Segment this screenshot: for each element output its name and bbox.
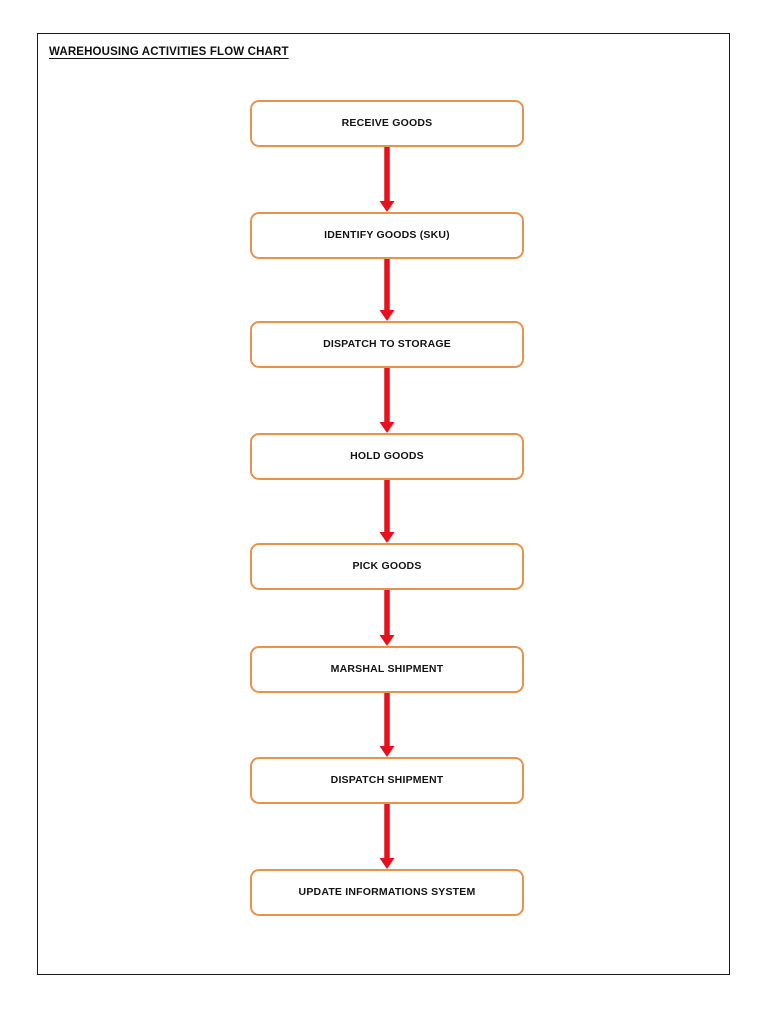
flow-node-n3[interactable]: DISPATCH TO STORAGE <box>250 321 524 368</box>
flow-node-n4[interactable]: HOLD GOODS <box>250 433 524 480</box>
flow-node-label: HOLD GOODS <box>350 449 424 462</box>
flow-arrow <box>376 147 398 212</box>
flow-node-n8[interactable]: UPDATE INFORMATIONS SYSTEM <box>250 869 524 916</box>
flow-node-label: RECEIVE GOODS <box>341 116 433 129</box>
flow-node-n1[interactable]: RECEIVE GOODS <box>250 100 524 147</box>
page-title: WAREHOUSING ACTIVITIES FLOW CHART <box>49 46 289 58</box>
flow-arrow <box>376 259 398 321</box>
flow-node-n7[interactable]: DISPATCH SHIPMENT <box>250 757 524 804</box>
flow-node-label: PICK GOODS <box>352 559 422 572</box>
flow-node-label: MARSHAL SHIPMENT <box>330 662 444 675</box>
flow-node-label: DISPATCH TO STORAGE <box>323 337 451 350</box>
flow-node-label: DISPATCH SHIPMENT <box>330 773 444 786</box>
flow-arrow <box>376 590 398 646</box>
flowchart-canvas: RECEIVE GOODS IDENTIFY GOODS (SKU) DISPATC… <box>38 34 729 974</box>
flow-arrow <box>376 368 398 433</box>
flow-arrow <box>376 804 398 869</box>
flow-arrow <box>376 480 398 543</box>
flow-node-label: IDENTIFY GOODS (SKU) <box>324 228 450 241</box>
flow-node-n2[interactable]: IDENTIFY GOODS (SKU) <box>250 212 524 259</box>
flow-arrow <box>376 693 398 757</box>
flow-node-label: UPDATE INFORMATIONS SYSTEM <box>298 885 476 898</box>
flow-node-n6[interactable]: MARSHAL SHIPMENT <box>250 646 524 693</box>
flow-node-n5[interactable]: PICK GOODS <box>250 543 524 590</box>
document-page: WAREHOUSING ACTIVITIES FLOW CHART RECEIV… <box>37 33 730 975</box>
